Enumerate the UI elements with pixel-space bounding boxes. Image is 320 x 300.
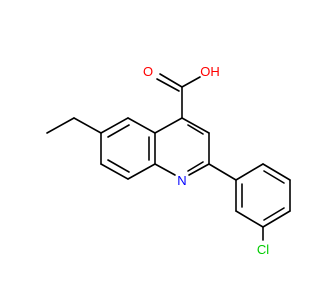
bond (154, 163, 176, 176)
bond (100, 117, 129, 134)
bond (127, 117, 156, 134)
chlorine-label: Cl (257, 242, 269, 257)
bond (181, 117, 210, 134)
bond (188, 163, 210, 176)
bond (262, 210, 291, 228)
molecule-diagram: O OH N Cl (46, 64, 291, 257)
bond (156, 78, 180, 92)
bond (235, 163, 264, 181)
bond (263, 170, 285, 184)
bond (107, 159, 130, 173)
nitrogen-label: N (177, 173, 186, 188)
bond (187, 124, 204, 135)
bonds (46, 73, 291, 241)
structure-canvas: O OH N Cl (46, 64, 291, 257)
atom-labels: O OH N Cl (143, 64, 269, 257)
bond (262, 163, 291, 181)
bond (73, 117, 102, 134)
bond (154, 117, 183, 134)
bond (187, 161, 204, 172)
bond (127, 163, 156, 180)
bond (159, 73, 183, 88)
bond (208, 163, 237, 181)
oxygen-label: O (143, 64, 153, 79)
bond (235, 210, 264, 228)
bond (100, 163, 129, 180)
bond (46, 117, 75, 134)
bond (107, 124, 130, 138)
bond (263, 207, 285, 221)
hydroxyl-label: OH (200, 64, 220, 79)
bond (181, 76, 201, 88)
